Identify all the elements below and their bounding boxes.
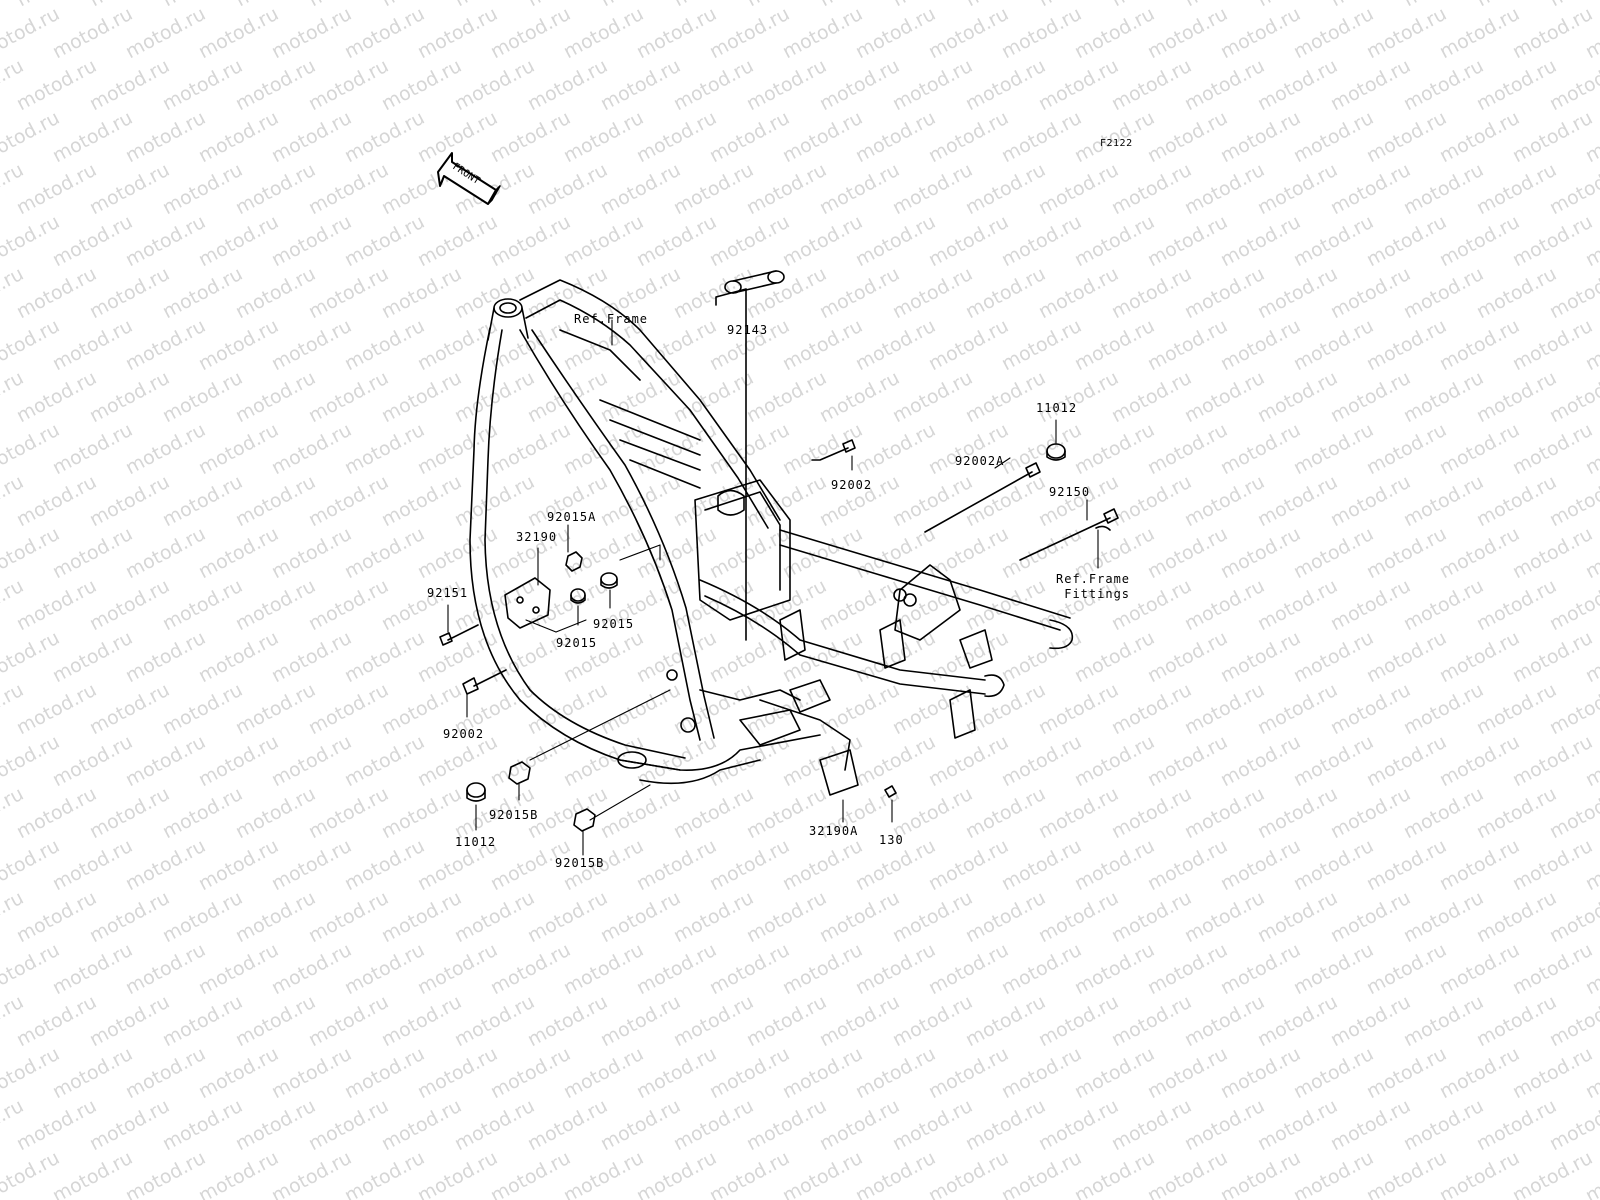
label-92015A[interactable]: 92015A — [547, 510, 597, 524]
label-92002-left[interactable]: 92002 — [443, 727, 485, 741]
label-32190A[interactable]: 32190A — [809, 824, 859, 838]
label-92015B-bottom[interactable]: 92015B — [555, 856, 605, 870]
part-11012-cap-bottom — [466, 782, 486, 802]
leader-lines — [447, 319, 1099, 856]
part-92150-bolt-rear — [1019, 508, 1119, 561]
part-92015A-nut — [565, 551, 583, 572]
label-11012-bottom[interactable]: 11012 — [455, 835, 497, 849]
label-92151[interactable]: 92151 — [427, 586, 469, 600]
part-92002-bolt-top — [811, 439, 856, 461]
label-92143[interactable]: 92143 — [727, 323, 769, 337]
label-ref-frame-fittings[interactable]: Ref.Frame Fittings — [1056, 572, 1131, 601]
frame-outline — [469, 279, 1074, 796]
label-11012-top[interactable]: 11012 — [1036, 401, 1078, 415]
figure-code: F2122 — [1100, 138, 1133, 149]
part-92002-bolt-left — [462, 669, 507, 695]
front-arrow-icon: FRONT — [437, 152, 501, 205]
part-92015-nut-low — [570, 588, 586, 604]
label-ref-frame[interactable]: Ref.Frame — [574, 312, 649, 326]
part-130-bolt — [884, 785, 897, 798]
part-92015B-nut-bottom — [573, 808, 596, 832]
part-92151-bolt-left — [439, 624, 479, 646]
label-92015B-left[interactable]: 92015B — [489, 808, 539, 822]
label-32190[interactable]: 32190 — [516, 530, 558, 544]
label-130[interactable]: 130 — [879, 833, 904, 847]
part-92143-collar — [715, 270, 785, 641]
part-11012-cap-top — [1046, 443, 1066, 461]
label-92150[interactable]: 92150 — [1049, 485, 1091, 499]
label-92015-mid[interactable]: 92015 — [593, 617, 635, 631]
part-92015-nut-mid — [600, 572, 618, 589]
part-92002A-long-bolt — [924, 462, 1041, 533]
label-92002-top[interactable]: 92002 — [831, 478, 873, 492]
part-92015B-nut-left — [508, 761, 531, 785]
label-92002A[interactable]: 92002A — [955, 454, 1005, 468]
label-92015-low[interactable]: 92015 — [556, 636, 598, 650]
